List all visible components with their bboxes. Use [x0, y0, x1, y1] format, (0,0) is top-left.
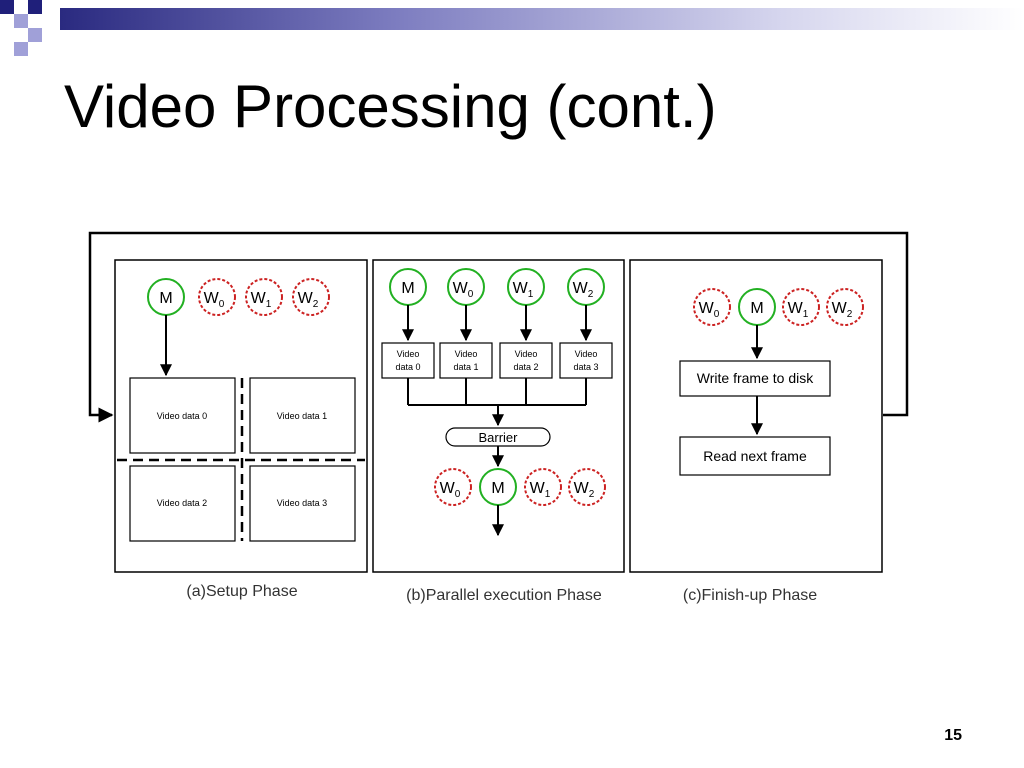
svg-text:Video data 3: Video data 3: [277, 498, 327, 508]
svg-text:Video: Video: [515, 349, 538, 359]
data-block-1: Video data 1: [249, 377, 356, 454]
svg-text:data 0: data 0: [395, 362, 420, 372]
svg-text:W2: W2: [298, 290, 319, 310]
worker-node-w0: W0: [447, 268, 485, 306]
worker-node-w0: W0: [198, 278, 236, 316]
svg-text:W1: W1: [251, 290, 272, 310]
svg-text:W1: W1: [530, 480, 551, 500]
svg-text:W2: W2: [573, 280, 594, 300]
data-block-2: Video data 2: [129, 465, 236, 542]
phase-diagram: M W0 W1 W2 Video data 0 Video data 1 Vid…: [88, 231, 909, 604]
svg-text:W0: W0: [453, 280, 474, 300]
worker-node-w0: W0: [693, 288, 731, 326]
svg-text:M: M: [159, 290, 172, 307]
barrier: Barrier: [445, 427, 551, 447]
svg-text:W2: W2: [832, 300, 853, 320]
svg-text:Video: Video: [397, 349, 420, 359]
svg-text:Video data 1: Video data 1: [277, 411, 327, 421]
svg-text:M: M: [750, 300, 763, 317]
svg-text:Video data 0: Video data 0: [157, 411, 207, 421]
master-node: M: [738, 288, 776, 326]
worker-node-w2: W2: [567, 268, 605, 306]
data-block-3: Video data 3: [249, 465, 356, 542]
worker-node-w1: W1: [782, 288, 820, 326]
page-number: 15: [944, 727, 962, 744]
data-block-0: Video data 0: [129, 377, 236, 454]
svg-text:Video: Video: [455, 349, 478, 359]
svg-text:W0: W0: [699, 300, 720, 320]
read-frame-step: Read next frame: [679, 436, 831, 476]
slide-title: Video Processing (cont.): [64, 73, 717, 140]
svg-text:data 1: data 1: [453, 362, 478, 372]
svg-text:W1: W1: [513, 280, 534, 300]
worker-node-w1: W1: [524, 468, 562, 506]
setup-phase-caption: (a)Setup Phase: [186, 583, 297, 600]
svg-text:W1: W1: [788, 300, 809, 320]
master-node: M: [147, 278, 185, 316]
svg-text:Read next frame: Read next frame: [703, 448, 807, 464]
svg-text:Video: Video: [575, 349, 598, 359]
slide-decoration: [0, 0, 1024, 56]
loop-arrow: [88, 231, 909, 423]
svg-text:Video data 2: Video data 2: [157, 498, 207, 508]
svg-text:data 2: data 2: [513, 362, 538, 372]
worker-node-w2: W2: [292, 278, 330, 316]
worker-node-w1: W1: [507, 268, 545, 306]
data-block-2: Video data 2: [499, 342, 553, 379]
svg-text:data 3: data 3: [573, 362, 598, 372]
worker-node-w1: W1: [245, 278, 283, 316]
worker-node-w2: W2: [826, 288, 864, 326]
svg-text:W0: W0: [204, 290, 225, 310]
svg-text:W0: W0: [440, 480, 461, 500]
svg-text:M: M: [491, 480, 504, 497]
write-frame-step: Write frame to disk: [679, 360, 831, 397]
parallel-phase-caption: (b)Parallel execution Phase: [406, 587, 602, 604]
svg-text:Write frame to disk: Write frame to disk: [697, 370, 814, 386]
master-node: M: [389, 268, 427, 306]
svg-text:W2: W2: [574, 480, 595, 500]
svg-text:M: M: [401, 280, 414, 297]
worker-node-w2: W2: [568, 468, 606, 506]
data-block-1: Video data 1: [439, 342, 493, 379]
finish-phase-caption: (c)Finish-up Phase: [683, 587, 817, 604]
master-node: M: [479, 468, 517, 506]
data-block-0: Video data 0: [381, 342, 435, 379]
data-block-3: Video data 3: [559, 342, 613, 379]
worker-node-w0: W0: [434, 468, 472, 506]
svg-text:Barrier: Barrier: [478, 430, 518, 445]
